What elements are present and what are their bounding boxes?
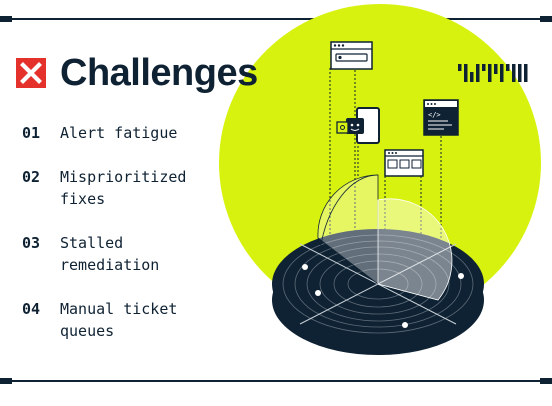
- list-item: 03 Stalled remediation: [22, 232, 210, 276]
- close-icon: [16, 58, 46, 88]
- bottom-divider-cap-left: [0, 378, 12, 384]
- item-number: 02: [22, 168, 41, 186]
- browser-window-icon: [330, 41, 373, 70]
- item-label: Alert fatigue: [60, 124, 178, 142]
- svg-text:</>: </>: [428, 111, 441, 119]
- item-number: 01: [22, 124, 41, 142]
- grid-window-icon: [384, 149, 424, 177]
- item-number: 04: [22, 300, 41, 318]
- smartphone-icon: [336, 107, 380, 144]
- item-number: 03: [22, 234, 41, 252]
- sphere-arc: [319, 174, 379, 251]
- bottom-divider-cap-right: [540, 378, 552, 384]
- list-item: 02 Misprioritized fixes: [22, 166, 210, 210]
- challenges-list: 01 Alert fatigue 02 Misprioritized fixes…: [22, 122, 210, 342]
- bottom-divider: [0, 378, 552, 384]
- item-label: Stalled remediation: [60, 234, 160, 274]
- title-row: Challenges: [16, 54, 258, 92]
- disc-dots: [302, 264, 464, 328]
- top-divider-cap-right: [540, 16, 552, 22]
- brand-logo-icon: [458, 64, 528, 82]
- top-divider: [0, 16, 552, 22]
- code-window-icon: </>: [423, 99, 459, 136]
- item-label: Manual ticket queues: [60, 300, 178, 340]
- page-title: Challenges: [60, 52, 258, 94]
- top-divider-cap-left: [0, 16, 12, 22]
- sphere-wedge-right: [377, 198, 453, 301]
- list-item: 01 Alert fatigue: [22, 122, 210, 144]
- item-label: Misprioritized fixes: [60, 168, 187, 208]
- list-item: 04 Manual ticket queues: [22, 298, 210, 342]
